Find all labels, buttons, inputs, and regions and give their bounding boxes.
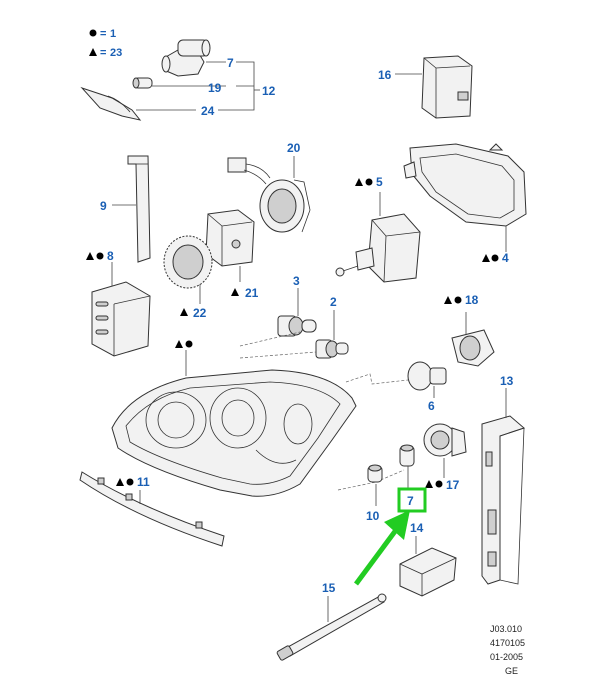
- callout-16: 16: [378, 68, 392, 82]
- part-22-adjuster-ring: [163, 235, 213, 289]
- headlamp-assembly: [111, 369, 357, 497]
- reference-line-2: 4170105: [490, 638, 525, 648]
- part-11-trim-strip: [79, 471, 225, 547]
- green-arrow: [353, 510, 410, 586]
- callout-15: 15: [322, 581, 336, 595]
- part-5-xenon-bulb: [335, 213, 421, 283]
- callout-11-circle-icon: [126, 478, 134, 486]
- part-24-reflector: [80, 86, 142, 121]
- callout-19: 19: [208, 81, 222, 95]
- legend-triangle-icon: [89, 48, 97, 56]
- part-18-bulb-socket: [451, 329, 495, 367]
- callout-11: 11: [137, 475, 150, 489]
- part-19-bulb: [132, 77, 153, 89]
- callout-13: 13: [500, 374, 514, 388]
- legend-circle-icon: [89, 29, 97, 37]
- callout-3: 3: [293, 274, 300, 288]
- callout-4-circle-icon: [491, 254, 499, 262]
- reference-line-4: GE: [505, 666, 518, 676]
- callout-18: 18: [465, 293, 479, 307]
- callout-11-triangle-icon: [116, 478, 124, 486]
- callout-22: 22: [193, 306, 207, 320]
- callout-14: 14: [410, 521, 424, 535]
- callout-22-triangle-icon: [180, 308, 188, 316]
- part-7-small-bulb: [399, 444, 415, 467]
- callout-8: 8: [107, 249, 114, 263]
- part-7-bulb-holder: [161, 39, 211, 77]
- callout-18-circle-icon: [454, 296, 462, 304]
- callout-6: 6: [428, 399, 435, 413]
- part-2-bulb-holder: [315, 339, 349, 359]
- reference-block: J03.010 4170105 01-2005 GE: [490, 624, 525, 676]
- callout-5: 5: [376, 175, 383, 189]
- callout-5-triangle-icon: [355, 178, 363, 186]
- callout-20: 20: [287, 141, 301, 155]
- callout-4: 4: [502, 251, 509, 265]
- part-15-adjuster-rod: [276, 593, 387, 661]
- part-9-bracket: [127, 155, 151, 263]
- svg-text:=: =: [100, 47, 106, 59]
- part-4-housing-cover: [403, 143, 527, 227]
- callout-9: 9: [100, 199, 107, 213]
- callout-18-triangle-icon: [444, 296, 452, 304]
- reference-line-1: J03.010: [490, 624, 522, 634]
- callout-12: 12: [262, 84, 276, 98]
- part-10-bulb: [367, 464, 383, 483]
- callout-8-triangle-icon: [86, 252, 94, 260]
- callout-7-highlighted: 7: [407, 494, 414, 508]
- part-21-igniter: [205, 209, 255, 267]
- callout-7-top: 7: [227, 56, 234, 70]
- callout-17-circle-icon: [435, 480, 443, 488]
- callout-21: 21: [245, 286, 259, 300]
- callout-5-circle-icon: [365, 178, 373, 186]
- part-17-socket: [423, 423, 467, 457]
- legend-circle-value: 1: [110, 28, 116, 40]
- highlight-box: [397, 487, 427, 513]
- callout-2: 2: [330, 295, 337, 309]
- part-13-tall-bracket: [481, 415, 525, 585]
- part-20-socket-harness: [227, 157, 311, 233]
- callout-4-triangle-icon: [482, 254, 490, 262]
- svg-text:=: =: [100, 28, 106, 40]
- callout-17: 17: [446, 478, 460, 492]
- callout-24: 24: [201, 104, 215, 118]
- part-16-control-module: [421, 55, 473, 119]
- callout-10: 10: [366, 509, 380, 523]
- callout-17-triangle-icon: [425, 480, 433, 488]
- reference-line-3: 01-2005: [490, 652, 523, 662]
- part-3-bulb-holder: [277, 315, 317, 337]
- part-8-l-bracket: [91, 281, 151, 357]
- legend: = 1 = 23: [89, 28, 122, 59]
- callout-8-circle-icon: [96, 252, 104, 260]
- headlamp-triangle-icon: [175, 340, 183, 348]
- part-6-bulb: [407, 361, 447, 391]
- callout-21-triangle-icon: [231, 288, 239, 296]
- headlamp-circle-icon: [185, 340, 193, 348]
- part-14-module: [399, 547, 457, 597]
- legend-triangle-value: 23: [110, 47, 122, 59]
